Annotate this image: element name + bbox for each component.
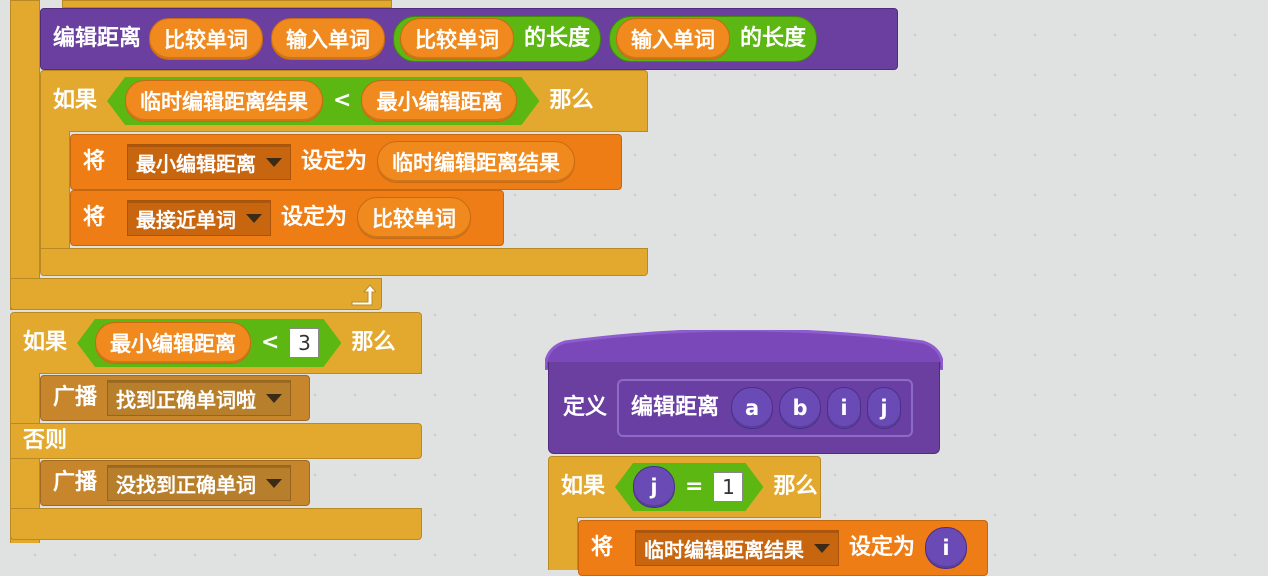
inner-if-block[interactable]: 如果 临时编辑距离结果 < 最小编辑距离 那么 (40, 70, 648, 132)
equals-operator[interactable]: j = 1 (615, 463, 763, 511)
operator-symbol: < (333, 88, 352, 113)
broadcast-label: 广播 (53, 385, 98, 410)
variable-dropdown[interactable]: 最接近单词 (127, 200, 272, 236)
compare-number-input[interactable]: 1 (713, 472, 743, 502)
broadcast-label: 广播 (53, 470, 98, 495)
variable-dropdown[interactable]: 最小编辑距离 (127, 144, 292, 180)
set-min-edit-distance-block[interactable]: 将 最小编辑距离 设定为 临时编辑距离结果 (70, 134, 622, 190)
dropdown-caret-icon (246, 213, 263, 223)
broadcast-found-block[interactable]: 广播 找到正确单词啦 (40, 375, 310, 421)
set-temp-edit-distance-block[interactable]: 将 临时编辑距离结果 设定为 i (578, 520, 988, 576)
if-else-bottom (10, 508, 422, 540)
length-of-compare-word-reporter[interactable]: 比较单词 的长度 (393, 16, 602, 62)
set-to-label: 设定为 (849, 535, 916, 560)
less-than-operator[interactable]: 最小编辑距离 < 3 (77, 319, 341, 367)
inner-if-arm (40, 131, 70, 249)
dropdown-caret-icon (266, 478, 283, 488)
min-edit-distance-var[interactable]: 最小编辑距离 (361, 80, 517, 122)
set-label: 将 (83, 205, 106, 230)
dropdown-caret-icon (266, 393, 283, 403)
broadcast-not-found-block[interactable]: 广播 没找到正确单词 (40, 460, 310, 506)
message-dropdown[interactable]: 找到正确单词啦 (107, 380, 292, 416)
compare-word-value[interactable]: 比较单词 (357, 197, 472, 239)
define-if-arm (548, 517, 578, 570)
block-name: 编辑距离 (631, 394, 720, 420)
then-label: 那么 (549, 88, 594, 113)
param-b[interactable]: b (779, 386, 822, 429)
set-label: 将 (591, 535, 614, 560)
compare-word-var[interactable]: 比较单词 (400, 18, 515, 60)
length-suffix: 的长度 (524, 26, 591, 51)
input-word-var[interactable]: 输入单词 (616, 18, 731, 60)
operator-symbol: = (685, 474, 704, 499)
else-label: 否则 (23, 428, 68, 453)
min-edit-distance-var[interactable]: 最小编辑距离 (95, 322, 251, 364)
message-name: 找到正确单词啦 (116, 387, 257, 412)
set-to-label: 设定为 (281, 205, 348, 230)
outer-repeat-c-block-bottom (10, 278, 382, 310)
dropdown-caret-icon (814, 543, 831, 553)
then-label: 那么 (351, 330, 396, 355)
set-label: 将 (83, 149, 106, 174)
if-label: 如果 (53, 88, 98, 113)
if-label: 如果 (23, 330, 68, 355)
define-label: 定义 (563, 394, 608, 420)
custom-block-prototype[interactable]: 编辑距离 a b i j (617, 378, 914, 437)
variable-name: 临时编辑距离结果 (644, 537, 805, 562)
message-name: 没找到正确单词 (116, 472, 257, 497)
length-of-input-word-reporter[interactable]: 输入单词 的长度 (609, 16, 818, 62)
param-a[interactable]: a (731, 386, 774, 429)
set-to-label: 设定为 (301, 149, 368, 174)
define-if-block[interactable]: 如果 j = 1 那么 (548, 456, 821, 518)
else-section: 否则 (10, 423, 422, 459)
message-dropdown[interactable]: 没找到正确单词 (107, 465, 292, 501)
operator-symbol: < (261, 330, 280, 355)
arg-compare-word-reporter[interactable]: 比较单词 (149, 18, 264, 60)
dropdown-caret-icon (266, 157, 283, 167)
loop-arrow-icon (351, 284, 376, 306)
top-stub-block[interactable] (62, 0, 392, 8)
param-i[interactable]: i (827, 386, 862, 429)
if-label: 如果 (561, 474, 606, 499)
edit-distance-call-block[interactable]: 编辑距离 比较单词 输入单词 比较单词 的长度 输入单词 的长度 (40, 8, 898, 70)
param-j-reporter[interactable]: j (633, 466, 675, 508)
variable-name: 最小编辑距离 (136, 151, 257, 176)
length-suffix: 的长度 (740, 26, 807, 51)
define-block[interactable]: 定义 编辑距离 a b i j (548, 362, 940, 454)
less-than-operator[interactable]: 临时编辑距离结果 < 最小编辑距离 (107, 77, 539, 125)
outer-repeat-c-block[interactable] (10, 0, 40, 310)
param-i-value[interactable]: i (925, 527, 968, 569)
set-closest-word-block[interactable]: 将 最接近单词 设定为 比较单词 (70, 190, 504, 246)
if-else-block[interactable]: 如果 最小编辑距离 < 3 那么 (10, 312, 422, 374)
temp-edit-distance-value[interactable]: 临时编辑距离结果 (377, 141, 576, 183)
call-block-label: 编辑距离 (53, 26, 142, 51)
arg-input-word-reporter[interactable]: 输入单词 (271, 18, 386, 60)
variable-dropdown[interactable]: 临时编辑距离结果 (635, 530, 840, 566)
temp-edit-distance-var[interactable]: 临时编辑距离结果 (125, 80, 323, 122)
param-j[interactable]: j (867, 386, 902, 429)
inner-if-bottom (40, 248, 648, 276)
variable-name: 最接近单词 (136, 207, 237, 232)
threshold-number-input[interactable]: 3 (289, 328, 319, 358)
then-label: 那么 (773, 474, 818, 499)
define-hat-cap (545, 330, 943, 370)
